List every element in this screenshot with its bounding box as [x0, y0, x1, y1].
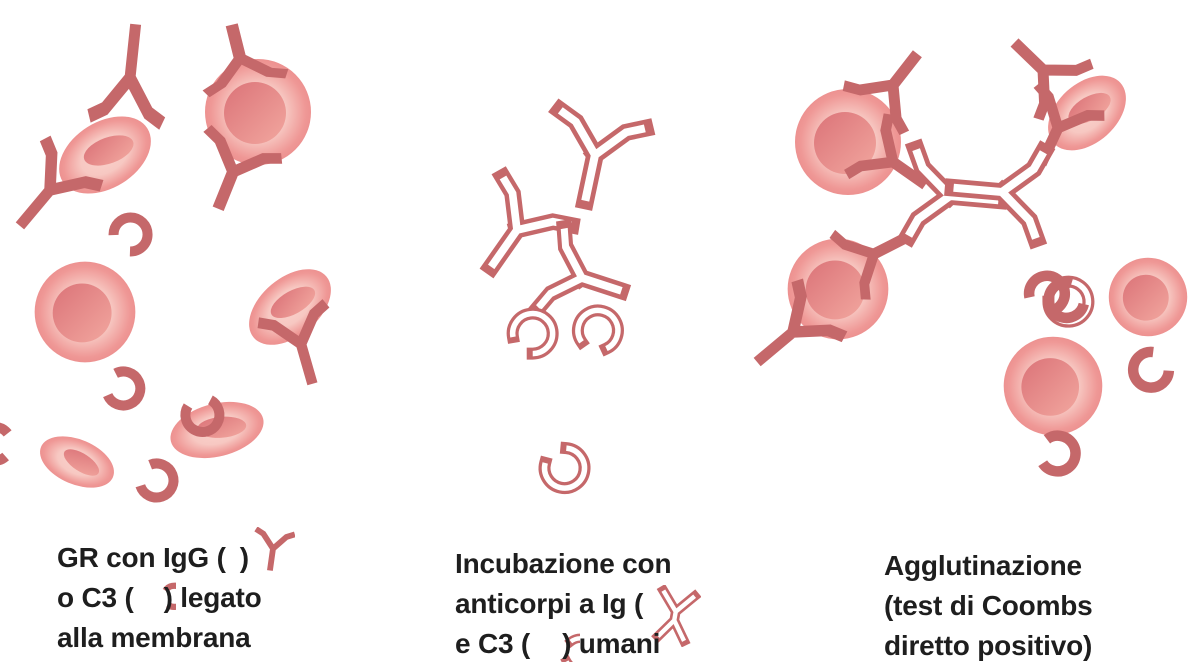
caption-line: o C3 ( ) legato [57, 578, 295, 618]
caption-text: Agglutinazione [884, 550, 1082, 581]
caption-text: (test di Coombs [884, 590, 1093, 621]
c3-fragment-icon [1126, 348, 1173, 395]
anti-ig-antibody-outline-icon [543, 110, 645, 209]
anti-ig-antibody-outline-icon [457, 177, 571, 290]
c3-fragment-icon [106, 368, 145, 410]
anti-c3-outline-icon [508, 305, 561, 358]
rbc-top-view-cell [1003, 336, 1103, 436]
caption-line: alla membrana [57, 618, 295, 658]
anti-c3-outline-icon [575, 306, 623, 350]
caption-text: ) [239, 542, 249, 573]
caption-line: e C3 ( ) umani [455, 624, 701, 662]
caption-text: Incubazione con [455, 548, 672, 579]
caption-left: GR con IgG () o C3 ( ) legato alla membr… [57, 538, 295, 658]
rbc-top-view-cell [1108, 257, 1188, 337]
caption-text: GR con IgG ( [57, 542, 226, 573]
igg-antibody-icon [89, 20, 172, 123]
caption-line: anticorpi a Ig ( [455, 584, 701, 624]
left-panel-graphics [0, 15, 346, 503]
caption-text: alla membrana [57, 622, 251, 653]
caption-text: o C3 ( [57, 582, 134, 613]
rbc-top-view-cell [34, 261, 136, 363]
caption-line: diretto positivo) [884, 626, 1093, 662]
c3-fragment-icon [110, 210, 155, 255]
c3-fragment-icon [138, 460, 179, 503]
caption-right: Agglutinazione (test di Coombs diretto p… [884, 546, 1093, 662]
caption-text: ) umani [562, 628, 661, 659]
c3-fragment-icon [1042, 434, 1079, 475]
caption-text: diretto positivo) [884, 630, 1093, 661]
igg-antibody-solid-icon [251, 527, 295, 577]
c3-fragment-icon [0, 425, 8, 461]
anti-c3-outline-icon [539, 444, 592, 496]
caption-text: ) legato [163, 582, 262, 613]
caption-text: e C3 ( [455, 628, 531, 659]
middle-panel-graphics [457, 110, 645, 495]
caption-text: anticorpi a Ig ( [455, 588, 644, 619]
caption-line: GR con IgG () [57, 538, 295, 578]
antibody-bridge-outline-icon [950, 145, 1044, 239]
caption-line: Agglutinazione [884, 546, 1093, 586]
caption-line: Incubazione con [455, 544, 701, 584]
caption-line: (test di Coombs [884, 586, 1093, 626]
caption-middle: Incubazione con anticorpi a Ig ( e C3 ( … [455, 544, 701, 662]
rbc-side-view-cell [32, 426, 122, 498]
right-panel-graphics [733, 15, 1188, 475]
